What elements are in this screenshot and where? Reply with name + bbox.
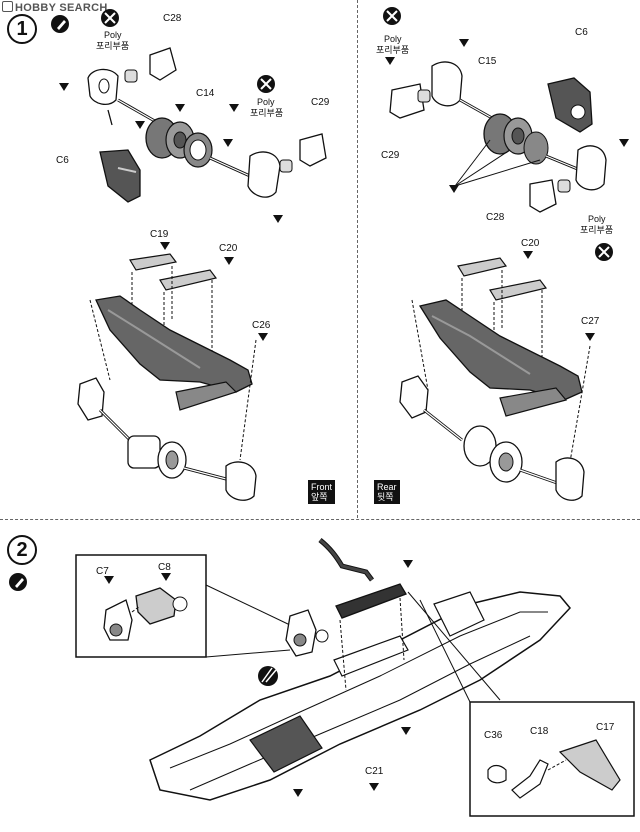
label-poly-kr: 포리부품 (376, 45, 410, 55)
label-c21: C21 (365, 766, 384, 777)
label-poly-kr: 포리부품 (250, 108, 284, 118)
label-poly: Poly (588, 214, 606, 224)
rear-tag: Rear 뒷쪽 (374, 480, 400, 504)
part-number-triangle-icon (403, 560, 413, 568)
no-glue-icon (594, 242, 614, 262)
no-glue-icon (382, 6, 402, 26)
label-c19: C19 (150, 229, 169, 240)
label-poly: Poly (257, 97, 275, 107)
label-c20: C20 (219, 243, 238, 254)
logo-icon (2, 1, 13, 12)
label-c29: C29 (311, 97, 330, 108)
part-number-triangle-icon (224, 257, 234, 265)
watermark: HOBBY SEARCH (2, 1, 108, 14)
part-number-triangle-icon (401, 727, 411, 735)
step-number-1: 1 (7, 14, 37, 44)
front-axle-exploded (87, 47, 327, 203)
part-number-triangle-icon (223, 139, 233, 147)
label-c28: C28 (163, 13, 182, 24)
label-c29: C29 (381, 150, 400, 161)
rear-axle-exploded (389, 61, 607, 213)
glue-icon (9, 573, 27, 591)
label-c15: C15 (478, 56, 497, 67)
part-number-triangle-icon (59, 83, 69, 91)
label-poly: Poly (104, 30, 122, 40)
label-poly-kr: 포리부품 (96, 41, 130, 51)
label-c6: C6 (575, 27, 588, 38)
main-chassis (149, 538, 572, 801)
no-glue-icon (100, 8, 120, 28)
cut-icon (258, 666, 278, 686)
part-number-triangle-icon (369, 783, 379, 791)
panel-divider-vertical (357, 0, 358, 518)
part-number-triangle-icon (293, 789, 303, 797)
label-c36: C36 (484, 730, 503, 741)
part-number-triangle-icon (273, 215, 283, 223)
panel-divider-horizontal (0, 519, 640, 520)
label-c14: C14 (196, 88, 215, 99)
label-c7: C7 (96, 566, 109, 577)
part-number-triangle-icon (385, 57, 395, 65)
no-glue-icon (256, 74, 276, 94)
label-c28: C28 (486, 212, 505, 223)
c7-c8-parts (103, 587, 188, 641)
front-tag: Front 앞쪽 (308, 480, 336, 504)
label-c17: C17 (596, 722, 615, 733)
part-number-triangle-icon (160, 242, 170, 250)
label-poly-kr: 포리부품 (580, 225, 614, 235)
part-number-triangle-icon (619, 139, 629, 147)
part-number-triangle-icon (585, 333, 595, 341)
step-number-2: 2 (7, 535, 37, 565)
part-number-triangle-icon (258, 333, 268, 341)
label-poly: Poly (384, 34, 402, 44)
label-c6: C6 (56, 155, 69, 166)
part-number-triangle-icon (523, 251, 533, 259)
label-c8: C8 (158, 562, 171, 573)
qty-c28: 2 (165, 25, 170, 34)
part-number-triangle-icon (449, 185, 459, 193)
label-c20: C20 (521, 238, 540, 249)
label-c27: C27 (581, 316, 600, 327)
glue-icon (51, 15, 69, 33)
label-c26: C26 (252, 320, 271, 331)
front-chassis-assembly (77, 253, 257, 501)
label-c18: C18 (530, 726, 549, 737)
rear-chassis-assembly (399, 257, 591, 501)
part-number-triangle-icon (175, 104, 185, 112)
part-number-triangle-icon (459, 39, 469, 47)
callout-box-c36-c18-c17 (469, 701, 635, 817)
part-number-triangle-icon (135, 121, 145, 129)
part-number-triangle-icon (229, 104, 239, 112)
c36-c18-c17-parts (487, 739, 621, 799)
